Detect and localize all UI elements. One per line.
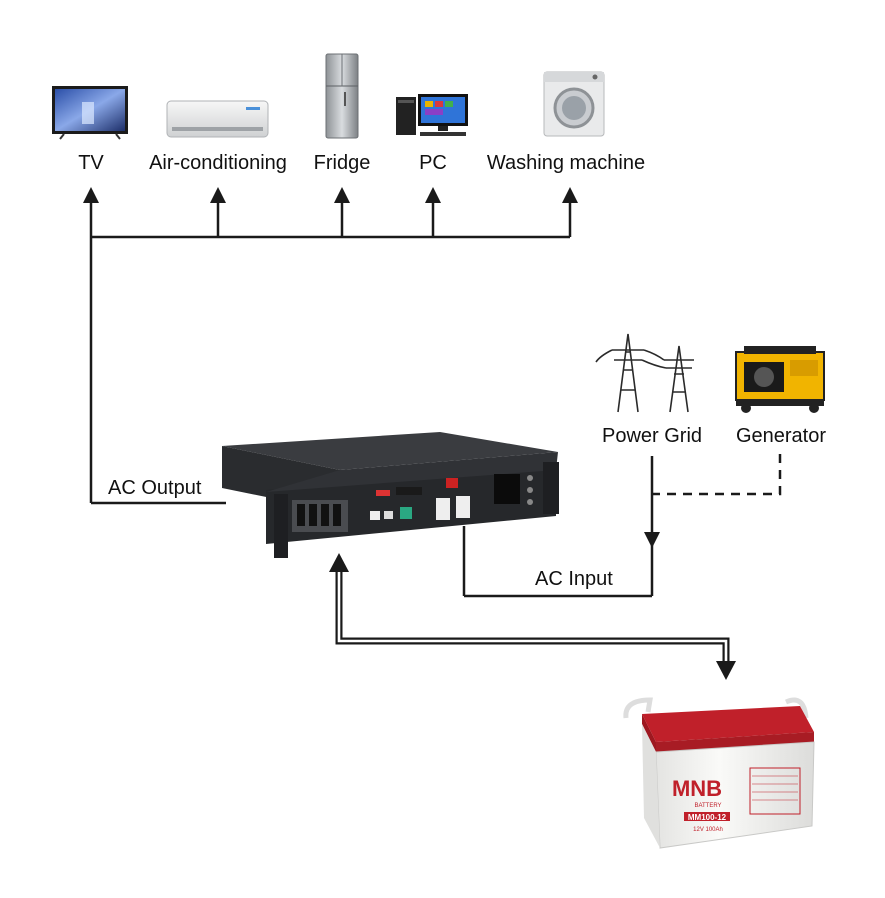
battery-rating: 12V 100Ah	[693, 827, 723, 833]
source-label-power-grid: Power Grid	[602, 425, 702, 447]
battery-icon: MNB BATTERY MM100-12 12V 100Ah	[623, 697, 815, 849]
fridge-icon	[325, 53, 359, 139]
washing-machine-icon	[543, 71, 605, 137]
source-label-generator: Generator	[736, 425, 826, 447]
arrowhead-pc	[425, 187, 441, 203]
arrowhead-inverter-battery	[329, 553, 349, 572]
power-tower-icon	[595, 333, 694, 413]
ac-output-bus	[89, 200, 572, 505]
appliance-label-air-conditioning: Air-conditioning	[149, 152, 287, 174]
generator-icon	[735, 346, 825, 413]
arrowhead-ac-input	[644, 532, 660, 548]
ac-input-label: AC Input	[535, 568, 613, 590]
tv-icon	[52, 86, 128, 140]
battery-brand-sub: BATTERY	[694, 803, 721, 809]
appliance-label-pc: PC	[419, 152, 447, 174]
appliance-label-tv: TV	[78, 152, 104, 174]
ac-input-lines	[462, 454, 782, 598]
arrowhead-battery	[716, 661, 736, 680]
appliance-label-washing-machine: Washing machine	[487, 152, 645, 174]
battery-brand: MNB	[672, 776, 722, 801]
battery-model: MM100-12	[688, 813, 727, 822]
battery-connection	[329, 553, 736, 680]
appliance-arrowheads	[83, 187, 578, 203]
air-conditioner-icon	[166, 100, 269, 138]
appliance-label-fridge: Fridge	[314, 152, 371, 174]
pc-icon	[396, 94, 468, 136]
ac-output-label: AC Output	[108, 477, 202, 499]
arrowhead-fridge	[334, 187, 350, 203]
rack-inverter-icon	[222, 432, 559, 558]
arrowhead-air-conditioning	[210, 187, 226, 203]
arrowhead-tv	[83, 187, 99, 203]
arrowhead-washing-machine	[562, 187, 578, 203]
